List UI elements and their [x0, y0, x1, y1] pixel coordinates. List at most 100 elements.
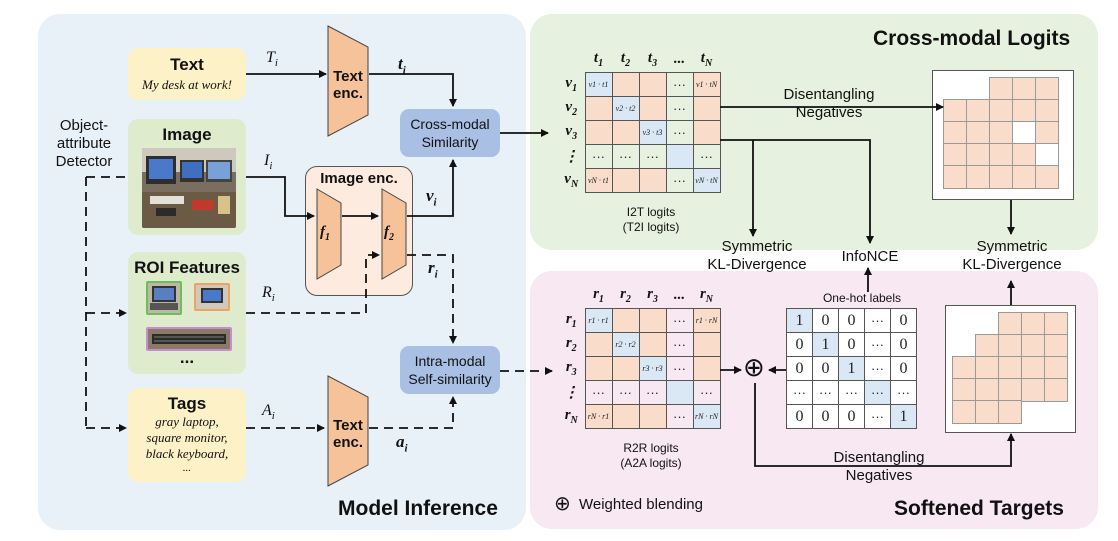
image-to-f1-arrow — [246, 176, 315, 220]
r2r-cell: rN · rN — [692, 403, 721, 429]
image-encoder-title: Image enc. — [320, 170, 398, 187]
text-box-caption: My desk at work! — [142, 77, 232, 92]
grid-cell — [975, 400, 999, 424]
grid-cell — [989, 77, 1013, 101]
onehot-cell: ··· — [864, 404, 891, 429]
text-box-title: Text — [170, 55, 204, 74]
onehot-cell: 0 — [838, 332, 865, 357]
i2t-row-head: ⋮ — [563, 148, 579, 165]
symbol-t-base: t — [398, 54, 403, 73]
onehot-cell: ··· — [864, 380, 891, 405]
i2t-cell — [638, 167, 667, 193]
symbol-r-sub: i — [434, 268, 438, 281]
symbol-T: Ti — [266, 49, 278, 69]
text-encoder-bottom-label: Text enc. — [332, 417, 363, 451]
f2-symbol: f — [384, 224, 389, 240]
text-enc-to-cross-sim-arrow — [369, 73, 457, 107]
r2r-col-head: rN — [699, 286, 714, 306]
i2t-cell — [692, 95, 721, 121]
desk-photo — [142, 148, 236, 228]
r2r-col-head: ... — [673, 287, 686, 304]
grid-cell — [1044, 356, 1068, 380]
disentangling-bottom-arrow — [754, 383, 1015, 467]
grid-cell — [1021, 334, 1045, 358]
grid-cell — [1035, 165, 1059, 189]
r2r-cell — [665, 379, 694, 405]
onehot-cell: 0 — [786, 332, 813, 357]
onehot-cell: 1 — [838, 356, 865, 381]
r2r-cell: ··· — [665, 331, 694, 357]
onehot-cell: ··· — [786, 380, 813, 405]
model-inference-title: Model Inference — [338, 497, 498, 520]
text-encoder-bottom — [327, 375, 369, 487]
tag-line-4: ... — [182, 462, 192, 474]
r2r-cell: r3 · r3 — [638, 355, 667, 381]
i2t-col-head: t3 — [647, 50, 658, 70]
symbol-R-base: R — [262, 284, 272, 301]
i2t-row-head: v2 — [565, 98, 578, 118]
f2-label: f2 — [384, 224, 394, 243]
i2t-cell — [692, 119, 721, 145]
i2t-cell — [638, 95, 667, 121]
i2t-cell — [611, 71, 640, 97]
i2t-cell — [665, 143, 694, 169]
symbol-T-sub: i — [274, 57, 278, 70]
i2t-cell: vN · tN — [692, 167, 721, 193]
i2t-caption: I2T logits (T2I logits) — [622, 205, 680, 234]
onehot-cell: 0 — [890, 308, 917, 333]
oplus-symbol: ⊕ — [743, 353, 765, 383]
i2t-col-head: t2 — [620, 50, 631, 70]
tags-box-title: Tags — [167, 394, 207, 413]
onehot-cell: 0 — [786, 356, 813, 381]
i2t-cell: v3 · t3 — [638, 119, 667, 145]
symbol-A-base: A — [262, 402, 272, 419]
i2t-cell — [638, 71, 667, 97]
r2r-row-head: r3 — [565, 358, 577, 378]
i2t-row-head: vN — [564, 170, 579, 190]
r2r-cell: ··· — [665, 355, 694, 381]
i2t-cell — [584, 95, 613, 121]
grid-cell — [1021, 378, 1045, 402]
r2r-col-head: r3 — [647, 286, 658, 306]
symbol-R: Ri — [262, 284, 275, 304]
r2r-row-head: r2 — [565, 334, 577, 354]
r2r-cell: rN · r1 — [584, 403, 613, 429]
roi-to-f2-arrow — [246, 251, 380, 314]
grid-cell — [975, 356, 999, 380]
tag-line-1: gray laptop, — [155, 414, 219, 429]
r2r-row-head: ⋮ — [563, 384, 579, 401]
symbol-r-base: r — [428, 258, 435, 277]
onehot-cell: 0 — [812, 356, 839, 381]
sym-kl-left-label: Symmetric KL-Divergence — [707, 238, 807, 273]
sym-kl-right-label: Symmetric KL-Divergence — [962, 238, 1062, 273]
grid-cell — [998, 400, 1022, 424]
i2t-cell: ··· — [692, 143, 721, 169]
disentangling-label-bottom: Disentangling Negatives — [833, 449, 925, 484]
r2r-col-head: r2 — [620, 286, 631, 306]
r2r-row-head: r1 — [565, 310, 577, 330]
onehot-cell: 1 — [890, 404, 917, 429]
symbol-I-base: I — [264, 152, 270, 169]
text-box: Text My desk at work! — [128, 48, 246, 100]
symbol-t: ti — [398, 54, 406, 76]
i2t-cell: ··· — [665, 167, 694, 193]
detector-label: Object- attribute Detector — [55, 117, 113, 170]
i2t-to-infonce-arrow — [720, 139, 874, 244]
f2-module — [381, 188, 407, 280]
i2t-cell — [611, 167, 640, 193]
symbol-t-sub: i — [402, 64, 406, 77]
f1-module — [316, 188, 342, 280]
symbol-v: vi — [426, 186, 437, 208]
roi-keyboard-thumb — [146, 327, 232, 351]
grid-cell — [966, 99, 990, 123]
legend-oplus-icon: ⊕ — [554, 491, 571, 515]
symbol-I: Ii — [264, 152, 272, 172]
tag-line-3: black keyboard, — [145, 446, 229, 461]
grid-cell — [943, 165, 967, 189]
weighted-blending-label: Weighted blending — [579, 496, 703, 513]
cross-modal-logits-title: Cross-modal Logits — [873, 27, 1071, 50]
r2r-cell: ··· — [665, 307, 694, 333]
grid-cell — [943, 99, 967, 123]
